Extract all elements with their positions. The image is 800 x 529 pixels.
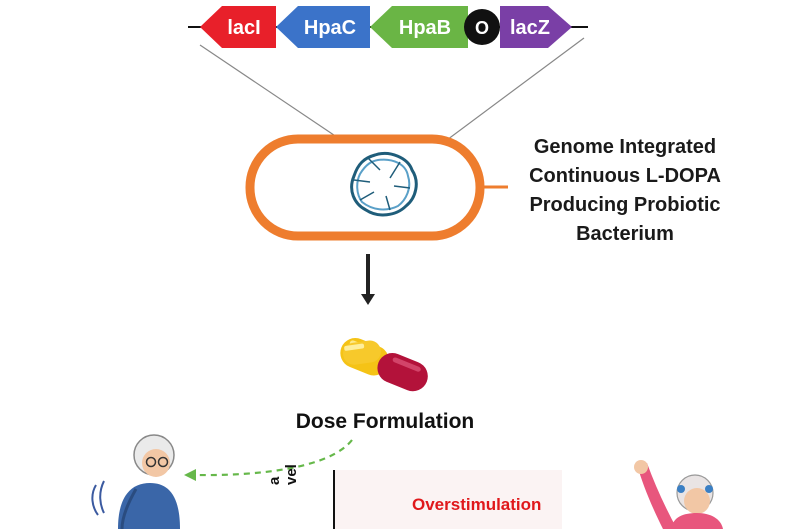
patient-right-illustration [634,460,723,529]
bacterium [245,134,508,241]
chart-y-axis-label: a vel [266,464,300,485]
svg-text:lacI: lacI [227,17,260,39]
dose-response-chart [333,470,562,529]
svg-text:lacZ: lacZ [510,17,550,39]
gene-hpab: HpaB [370,6,468,48]
operator-o: O [464,9,500,45]
dose-formulation-label: Dose Formulation [295,410,475,433]
svg-text:HpaB: HpaB [399,17,451,39]
dashed-arrow [184,439,353,481]
gene-laci: lacI [200,6,276,48]
bacterium-cell [245,134,485,241]
y-axis-label-line-2: vel [283,464,300,485]
chromosome-dna [350,152,418,217]
capsule-icon [340,338,428,392]
operon-diagram: lacI HpaC HpaB O lacZ [188,6,588,48]
caption-line-2: Continuous L-DOPA [529,165,721,187]
patient-left-illustration [91,434,180,529]
svg-text:HpaC: HpaC [304,17,356,39]
down-arrow [361,254,375,305]
overstimulation-label: Overstimulation [412,495,542,514]
gene-lacz: lacZ [500,6,572,48]
svg-text:O: O [475,18,489,38]
gene-hpac: HpaC [276,6,370,48]
bacterium-caption: Genome Integrated Continuous L-DOPA Prod… [500,133,750,249]
caption-line-3: Producing Probiotic [529,194,721,216]
caption-line-4: Bacterium [576,223,674,245]
y-axis-label-line-1: a [266,476,283,485]
caption-line-1: Genome Integrated [533,136,717,158]
